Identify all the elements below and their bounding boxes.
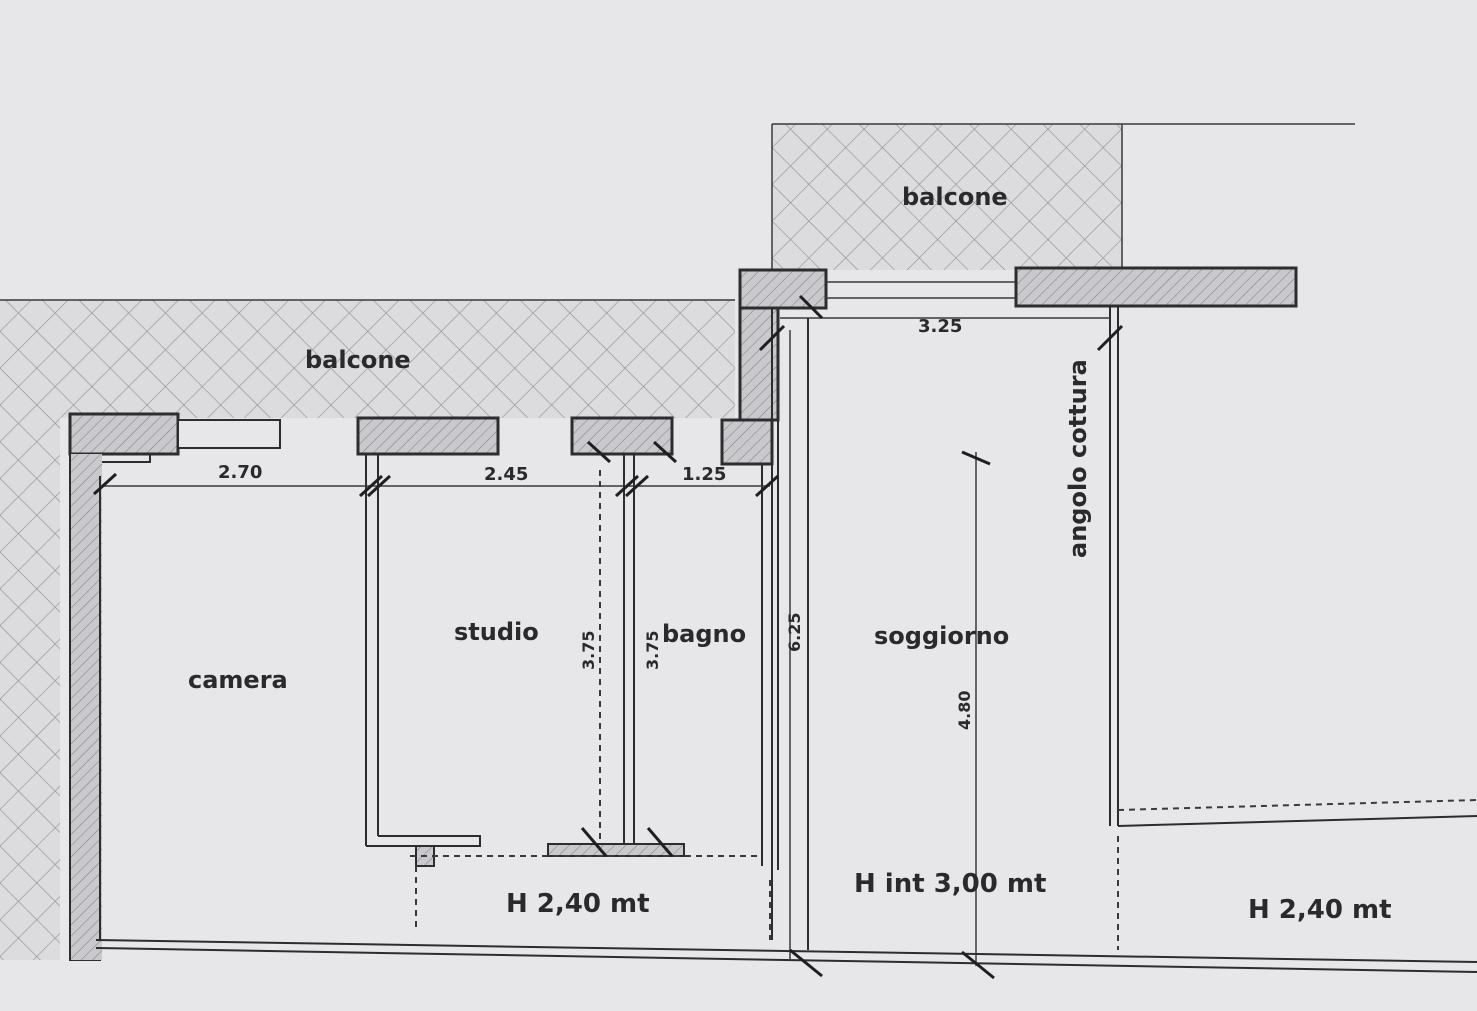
dimension-lines xyxy=(92,294,1124,980)
dim-bagno-depth: 3.75 xyxy=(643,631,662,670)
balcone-left-area xyxy=(0,299,735,960)
angolo-cottura-label: angolo cottura xyxy=(1064,359,1092,558)
height-right-label: H 2,40 mt xyxy=(1248,895,1392,925)
dim-corridor-depth: 6.25 xyxy=(785,613,804,652)
dim-soggiorno-depth: 4.80 xyxy=(955,691,974,730)
height-center-label: H int 3,00 mt xyxy=(854,869,1046,899)
dim-studio-depth: 3.75 xyxy=(579,631,598,670)
camera-label: camera xyxy=(188,666,288,694)
studio-label: studio xyxy=(454,618,539,646)
bagno-label: bagno xyxy=(662,620,746,648)
dim-soggiorno-width: 3.25 xyxy=(918,316,962,337)
dim-bagno-width: 1.25 xyxy=(682,464,726,485)
balcone-top-label: balcone xyxy=(902,183,1008,211)
soggiorno-label: soggiorno xyxy=(874,622,1009,650)
height-left-label: H 2,40 mt xyxy=(506,889,650,919)
dim-camera-width: 2.70 xyxy=(218,462,262,483)
balcone-top-area xyxy=(771,123,1355,270)
balcone-left-label: balcone xyxy=(305,346,411,374)
dim-studio-width: 2.45 xyxy=(484,464,528,485)
walls xyxy=(68,266,1477,973)
